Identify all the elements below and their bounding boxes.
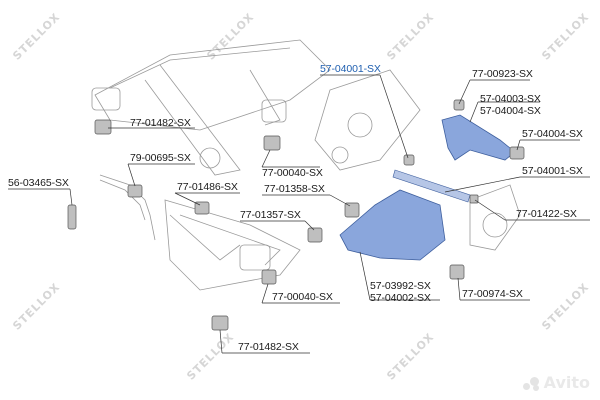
label-part-14: 77-01357-SX xyxy=(240,209,301,221)
subframe-outline xyxy=(91,39,521,291)
label-part-18: 77-00040-SX xyxy=(272,291,333,303)
label-part-16: 57-04002-SX xyxy=(370,292,431,304)
label-part-12: 57-04001-SX xyxy=(522,165,583,177)
label-part-10: 77-01486-SX xyxy=(177,181,238,193)
label-part-1: 57-04001-SX xyxy=(320,63,381,75)
label-part-19: 77-01482-SX xyxy=(238,341,299,353)
label-part-11: 77-01358-SX xyxy=(264,183,325,195)
label-part-7: 79-00695-SX xyxy=(130,152,191,164)
bushings xyxy=(67,99,525,331)
lower-arm-highlight xyxy=(339,189,446,261)
brand-watermark: Avito xyxy=(522,373,590,392)
label-part-15: 57-03992-SX xyxy=(370,280,431,292)
link-highlight xyxy=(392,169,471,203)
label-part-6: 77-01482-SX xyxy=(130,117,191,129)
label-part-17: 77-00974-SX xyxy=(462,288,523,300)
upper-arm-highlight xyxy=(441,114,516,161)
label-part-3: 57-04003-SX xyxy=(480,93,541,105)
brand-name: Avito xyxy=(543,373,590,392)
label-part-5: 57-04004-SX xyxy=(522,128,583,140)
leader-lines xyxy=(8,74,590,354)
label-part-2: 77-00923-SX xyxy=(472,68,533,80)
label-part-9: 77-00040-SX xyxy=(262,167,323,179)
label-part-13: 77-01422-SX xyxy=(516,208,577,220)
brand-dots-icon xyxy=(522,376,541,391)
label-part-8: 56-03465-SX xyxy=(8,177,69,189)
label-part-4: 57-04004-SX xyxy=(480,105,541,117)
